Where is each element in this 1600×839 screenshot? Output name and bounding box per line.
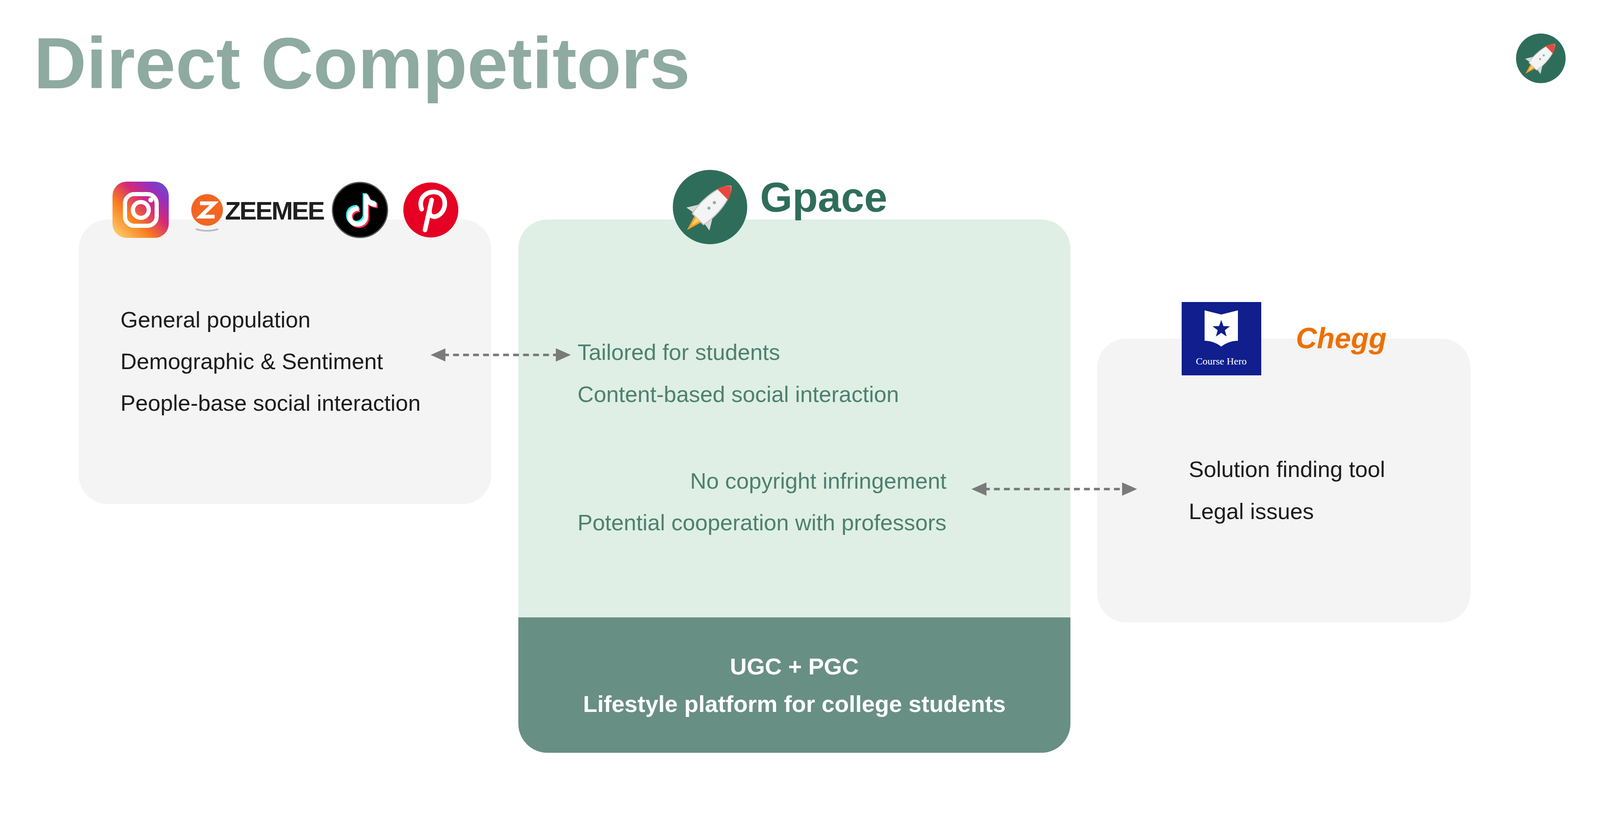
node-text: Solution finding tool (1188, 456, 1385, 483)
value-band: UGC + PGC Lifestyle platform for college … (518, 617, 1071, 753)
logo-wordmark: ZEEMEE (225, 195, 324, 226)
pinterest-badge (403, 182, 459, 238)
coursehero-star (1212, 320, 1230, 337)
instagram-logo (112, 181, 169, 238)
logo-wordmark: Chegg (1295, 321, 1387, 356)
zeemee-mark (200, 203, 215, 217)
node-text: People-base social interaction (120, 390, 421, 416)
text-slot: Demographic & Sentiment (120, 348, 383, 375)
node-text: No copyright infringement (690, 467, 947, 494)
text-slot: Chegg (1295, 321, 1387, 356)
brand-heading: Gpace (760, 176, 888, 218)
zeemee-badge (191, 194, 223, 226)
text-slot: Solution finding tool (1188, 456, 1385, 483)
node-text: Tailored for students (577, 339, 780, 365)
instagram-lens (132, 202, 149, 218)
coursehero-logo (1181, 302, 1262, 376)
pinterest-logo (403, 182, 459, 238)
app-logo (1515, 33, 1566, 83)
zeemee-logo (191, 194, 223, 231)
node-text: General population (120, 306, 311, 333)
text-slot: Tailored for students (577, 339, 780, 365)
pinterest-bowl (420, 192, 445, 217)
instagram-tile (112, 181, 169, 238)
text-slot: No copyright infringement (690, 467, 947, 494)
tiktok-note (347, 194, 377, 228)
node-text: Content-based social interaction (577, 381, 899, 408)
text-slot: Content-based social interaction (577, 381, 899, 408)
node-text: Potential cooperation with professors (577, 509, 947, 536)
node-text: Legal issues (1188, 498, 1314, 525)
text-slot: Direct Competitors (33, 26, 690, 100)
instagram-frame (125, 194, 157, 226)
pinterest-stem (425, 200, 432, 230)
logo-wordmark: Course Hero (1195, 355, 1247, 368)
brand-logo (672, 170, 748, 245)
instagram-dot (148, 197, 154, 203)
text-slot: People-base social interaction (120, 390, 421, 416)
text-slot: General population (120, 306, 311, 333)
slide-title: Direct Competitors (33, 26, 690, 100)
text-slot: Lifestyle platform for college students (582, 690, 1006, 718)
tiktok-note (345, 192, 375, 226)
dashed-arrow (974, 487, 1135, 491)
node-text: UGC + PGC (730, 653, 860, 680)
tiktok-badge (332, 182, 388, 238)
coursehero-tile (1181, 302, 1262, 376)
zeemee-swoosh (195, 229, 219, 231)
text-slot: ZEEMEE (225, 195, 324, 226)
node-text: Demographic & Sentiment (120, 348, 383, 375)
text-slot: Gpace (760, 176, 888, 218)
coursehero-book (1204, 310, 1238, 347)
node-text: Lifestyle platform for college students (582, 690, 1006, 718)
text-slot: Potential cooperation with professors (577, 509, 947, 536)
competitor-box: General populationDemographic & Sentimen… (78, 219, 492, 505)
text-slot: Legal issues (1188, 498, 1314, 525)
competitor-box: Solution finding toolLegal issues (1097, 338, 1471, 623)
dashed-arrow (432, 353, 569, 357)
tiktok-note (348, 195, 378, 229)
text-slot: Course Hero (1195, 355, 1247, 368)
text-slot: UGC + PGC (730, 653, 860, 680)
product-box: UGC + PGC Lifestyle platform for college … (518, 219, 1071, 753)
tiktok-logo (332, 182, 388, 238)
